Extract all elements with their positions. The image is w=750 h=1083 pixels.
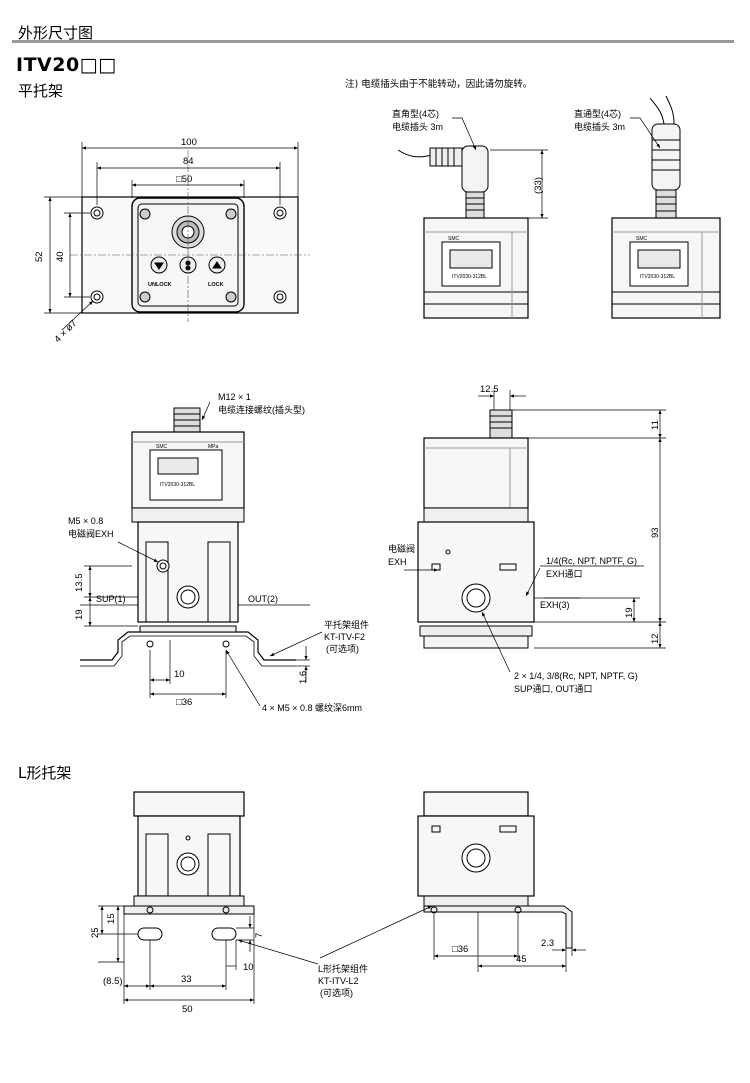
m5-label: M5 × 0.8 (68, 516, 103, 526)
dim-33: (33) (533, 177, 544, 194)
dim-33-l: 33 (181, 974, 192, 985)
dim-12-5: 12.5 (480, 384, 499, 395)
flat-kit-code: KT-ITV-F2 (324, 632, 365, 642)
dim-50-l: 50 (182, 1004, 193, 1015)
out-port-label: OUT(2) (248, 594, 278, 604)
exh3-label: EXH(3) (540, 600, 570, 610)
dim-holes: 4 × ø7 (52, 318, 79, 345)
dim-45: 45 (516, 954, 527, 965)
l-kit-code: KT-ITV-L2 (318, 976, 359, 986)
mount-thread-label: 4 × M5 × 0.8 螺纹深6mm (262, 702, 362, 713)
l-bracket-heading: L形托架 (18, 764, 72, 782)
section-divider (12, 40, 734, 43)
flat-bracket-heading: 平托架 (18, 82, 64, 100)
brand-text-angle: SMC (448, 236, 460, 242)
dim-25: 25 (90, 927, 101, 938)
m12-label: M12 × 1 (218, 392, 251, 402)
sup-port-label: SUP(1) (96, 594, 126, 604)
front-view-flat-bracket (44, 142, 310, 331)
front-view-ports (80, 401, 323, 707)
side-view-l-bracket (319, 791, 586, 972)
flat-kit-optional: (可选项) (326, 643, 359, 654)
flat-kit-label: 平托架组件 (324, 619, 369, 630)
solenoid-exh-label: 电磁阀 (388, 543, 415, 554)
dim-36-l: □36 (452, 944, 468, 955)
model-code-straight: ITV2030-312BL (640, 274, 675, 280)
dim-8-5: (8.5) (103, 976, 123, 987)
solenoid-exh-code: EXH (388, 557, 407, 567)
dim-15: 15 (106, 913, 117, 924)
dim-12: 12 (650, 633, 661, 644)
unit-text-front: MPa (208, 444, 219, 450)
dim-40: 40 (55, 251, 66, 262)
dim-7: 7 (254, 933, 265, 938)
exh-port-thread: 1/4(Rc, NPT, NPTF, G) (546, 556, 637, 566)
cable-note: 注) 电缆插头由于不能转动，因此请勿旋转。 (345, 79, 533, 90)
dim-10: 10 (174, 669, 185, 680)
straight-connector-view (611, 95, 721, 319)
sup-out-thread: 2 × 1/4, 3/8(Rc, NPT, NPTF, G) (514, 671, 638, 681)
dim-13-5: 13.5 (74, 574, 85, 593)
model-heading: ITV20□□ (16, 54, 117, 76)
l-kit-optional: (可选项) (320, 987, 353, 998)
dim-84: 84 (183, 156, 194, 167)
dim-1-6: 1.6 (298, 671, 309, 684)
sup-out-label: SUP通口, OUT通口 (514, 684, 593, 694)
unlock-label: UNLOCK (148, 282, 172, 288)
dim-100: 100 (181, 137, 197, 148)
m12-thread-label: 电缆连接螺纹(插头型) (218, 404, 305, 415)
dim-93: 93 (650, 527, 661, 538)
dim-10-l: 10 (243, 962, 254, 973)
dim-19-left: 19 (74, 609, 85, 620)
straight-type-label: 直通型(4芯) (574, 108, 621, 119)
model-code-front: ITV2030-312BL (160, 482, 195, 488)
dim-52: 52 (34, 251, 45, 262)
lock-label: LOCK (208, 282, 224, 288)
dim-36-front: □36 (176, 697, 192, 708)
exh-port-label: EXH通口 (546, 569, 583, 579)
brand-text-straight: SMC (636, 236, 648, 242)
angle-connector-view (397, 117, 548, 319)
angle-cable-label: 电缆插头 3m (392, 121, 443, 132)
model-code-angle: ITV2030-312BL (452, 274, 487, 280)
angle-type-label: 直角型(4芯) (392, 108, 439, 119)
front-view-l-bracket (98, 791, 319, 1004)
straight-cable-label: 电缆插头 3m (574, 121, 625, 132)
dim-19-right: 19 (624, 607, 635, 618)
brand-text-front: SMC (156, 444, 168, 450)
side-view-ports (404, 390, 666, 673)
l-kit-label: L形托架组件 (318, 963, 368, 974)
m5-exh-label: 电磁阀EXH (68, 528, 114, 539)
section-title: 外形尺寸图 (18, 24, 94, 42)
dim-50: □50 (176, 174, 192, 185)
dim-11: 11 (650, 420, 661, 430)
dim-2-3: 2.3 (541, 938, 554, 949)
